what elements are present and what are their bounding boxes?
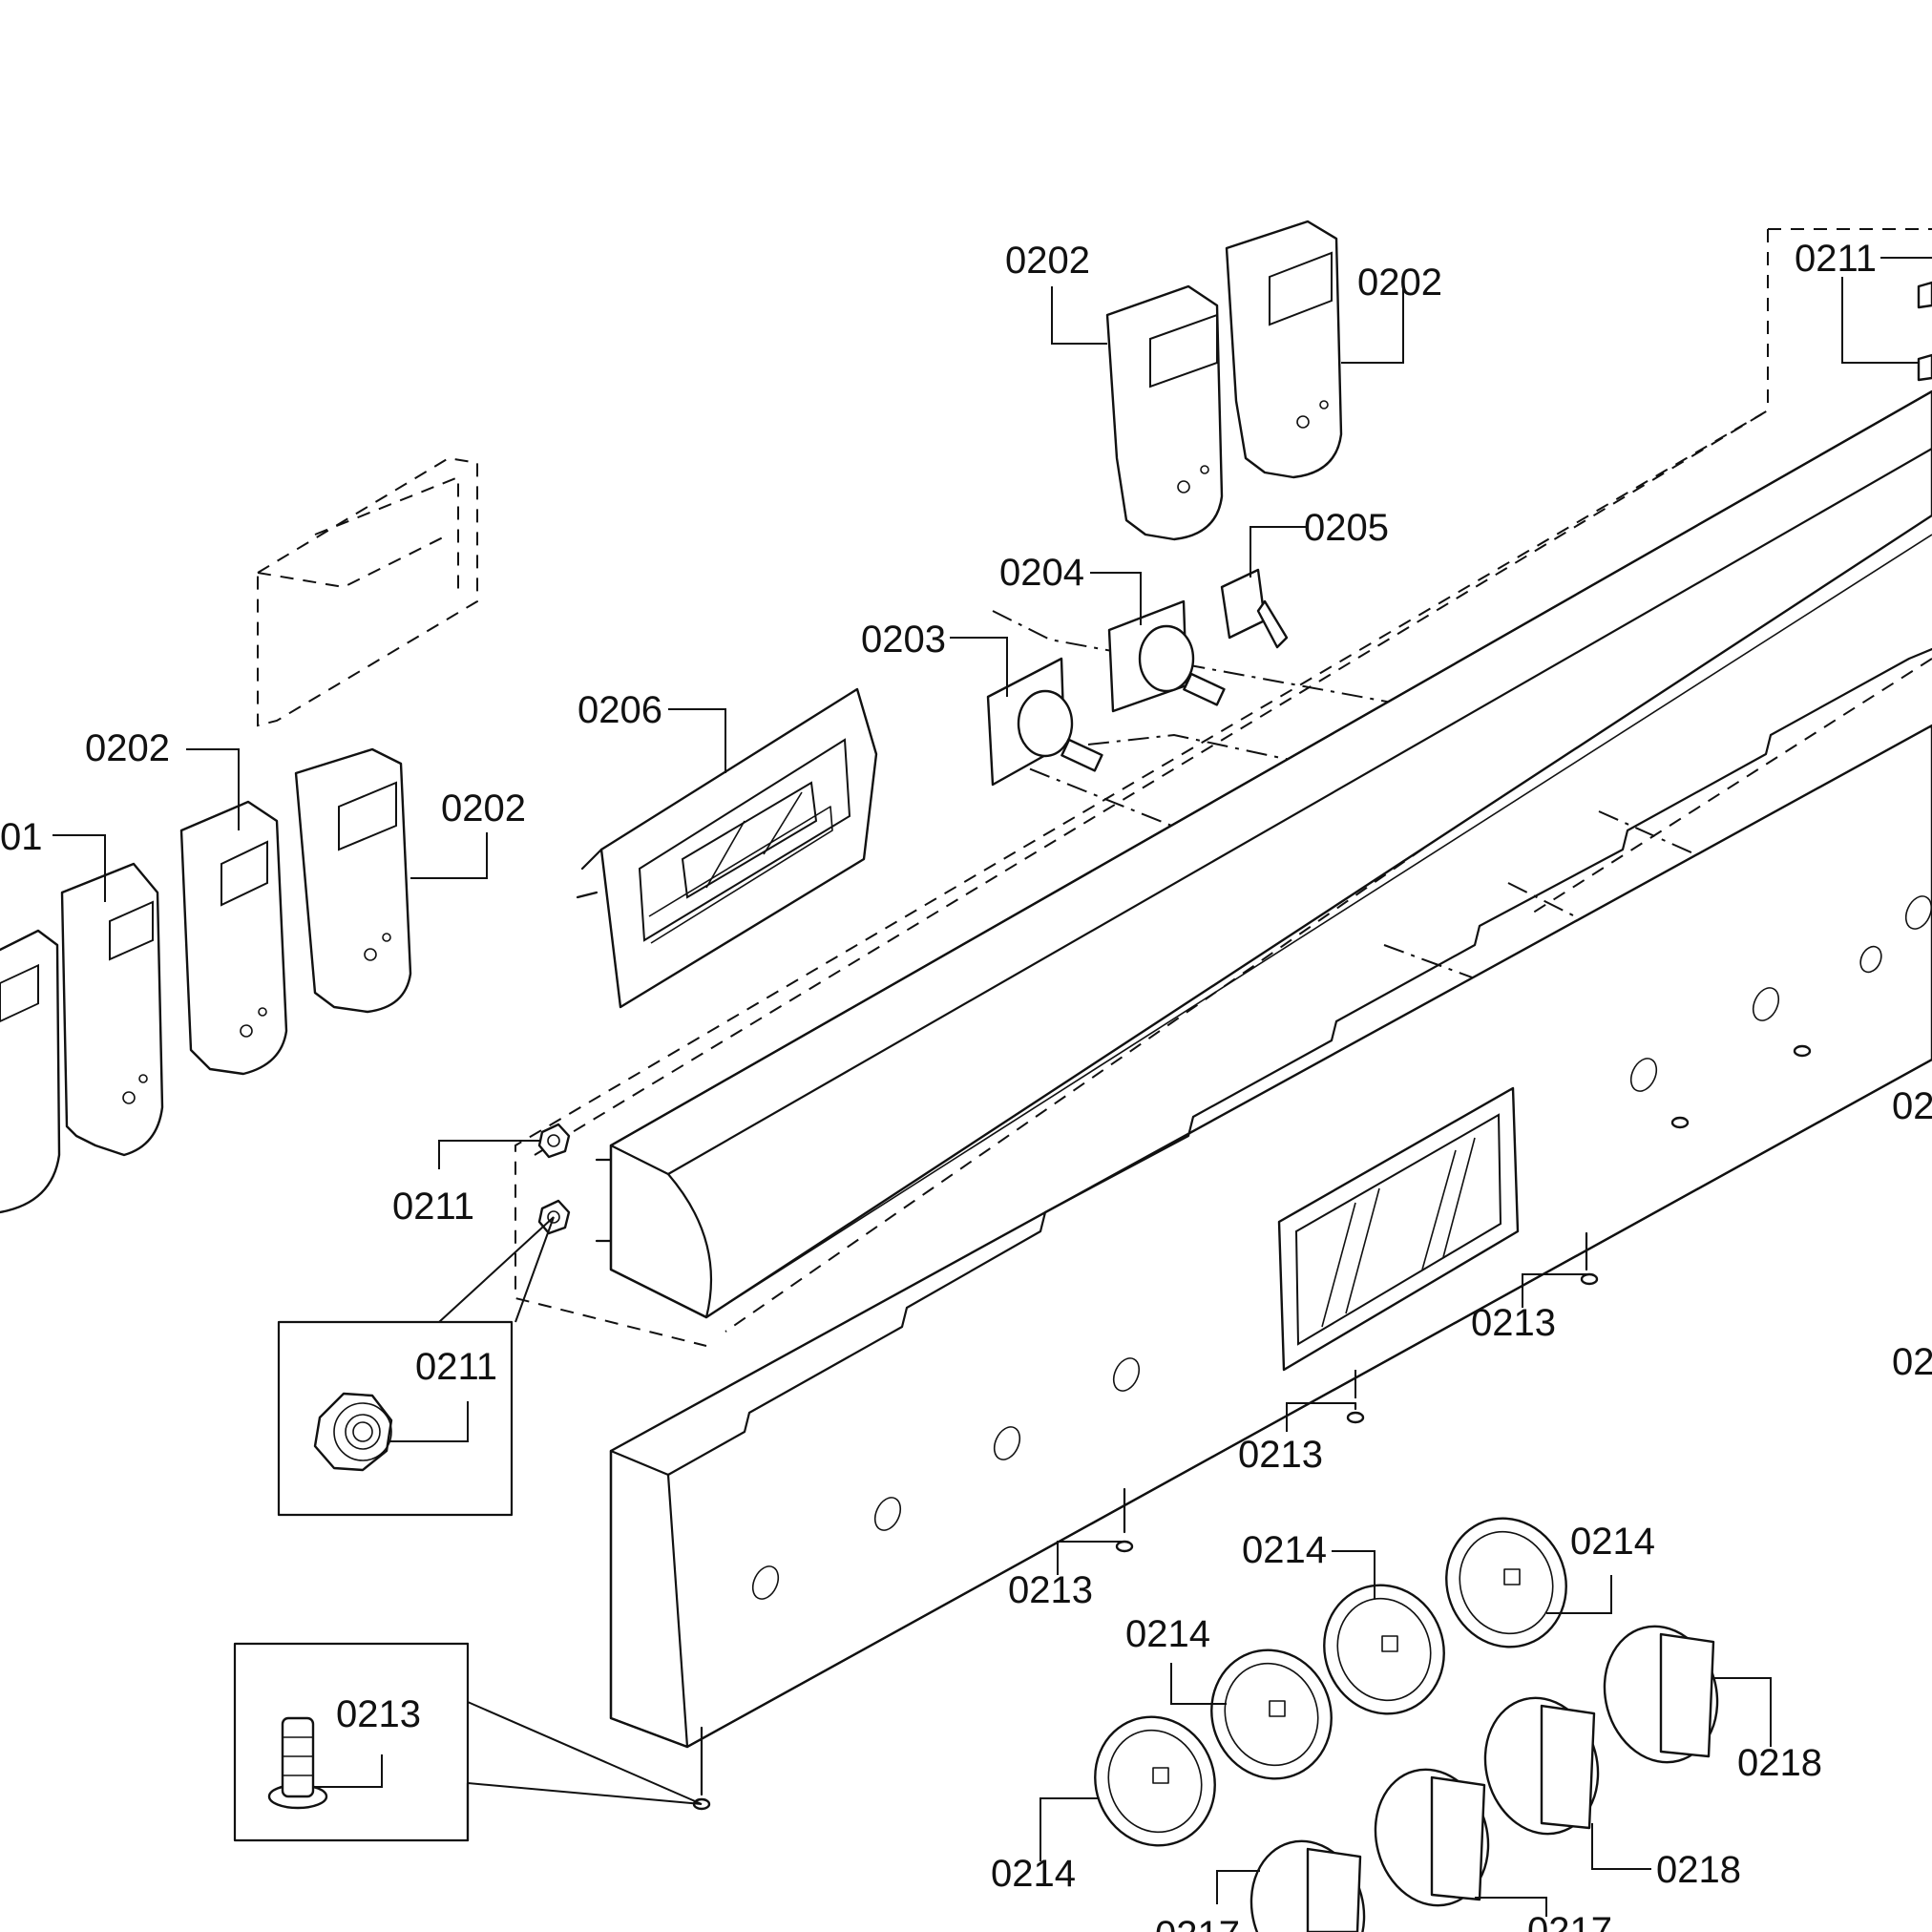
callout-0202-top-right: 0202 — [1357, 262, 1442, 304]
callout-0213-mid: 0213 — [1238, 1434, 1323, 1476]
switch-module-group-top — [1105, 220, 1343, 541]
screw-0213-b — [1346, 1401, 1365, 1424]
switch-module-group-left — [0, 747, 412, 1214]
knob-ring-0214-c — [1323, 1584, 1445, 1715]
callout-0211-detail: 0211 — [415, 1346, 497, 1388]
knob-ring-0214-d — [1445, 1517, 1567, 1648]
callout-0213-low: 0213 — [1008, 1569, 1093, 1611]
callout-0218-a: 0218 — [1737, 1742, 1822, 1784]
knob-handle-parts — [1250, 1625, 1719, 1932]
callout-0206: 0206 — [578, 689, 662, 731]
callout-02-edge-a: 02 — [1892, 1085, 1932, 1127]
callout-0214-c: 0214 — [1242, 1529, 1327, 1571]
sheet-dashed-part — [257, 456, 478, 727]
display-window — [1277, 1086, 1520, 1398]
callout-0217-a: 0217 — [1155, 1914, 1240, 1932]
knob-handle-0218-a — [1603, 1625, 1719, 1764]
knob-ring-parts — [1094, 1517, 1567, 1847]
knob-handle-0218-b — [1483, 1696, 1600, 1836]
nut-0211-lower — [537, 1199, 571, 1235]
rotary-switch-0204 — [1107, 599, 1226, 713]
callout-0205: 0205 — [1304, 507, 1389, 549]
callout-0214-b: 0214 — [1125, 1613, 1210, 1655]
callout-0211-top: 0211 — [1795, 238, 1877, 280]
assembly-dashed-outline — [514, 228, 1932, 1347]
callout-labels: 0202 0202 0211 0205 0204 0203 0206 0202 … — [0, 238, 1932, 1932]
screw-0213-right2 — [1793, 1044, 1812, 1058]
screw-0213-a — [1580, 1231, 1599, 1286]
callout-0213-detail: 0213 — [336, 1693, 421, 1735]
callout-0214-a: 0214 — [991, 1853, 1076, 1895]
callout-02-edge-b: 02 — [1892, 1341, 1932, 1383]
callout-0217-b: 0217 — [1527, 1910, 1612, 1932]
callout-0218-b: 0218 — [1656, 1849, 1741, 1891]
callout-0213-right: 0213 — [1471, 1302, 1556, 1344]
detail-box-0211 — [277, 1216, 555, 1517]
callout-leader-lines — [52, 257, 1932, 1917]
callout-0203: 0203 — [861, 619, 946, 661]
knob-ring-0214-a — [1094, 1715, 1216, 1847]
toggle-switch-0205 — [1220, 568, 1289, 649]
knob-handle-0217-b — [1250, 1839, 1366, 1932]
screw-0213-parts — [692, 1044, 1812, 1811]
knob-handle-0217-a — [1374, 1768, 1490, 1907]
callout-0202-left-a: 0202 — [85, 727, 170, 769]
callout-0202-left-b: 0202 — [441, 788, 526, 830]
callout-0204: 0204 — [999, 552, 1084, 594]
screw-0213-right1 — [1670, 1116, 1690, 1129]
nut-0211-upper — [537, 1123, 571, 1159]
detail-box-0213 — [233, 1642, 703, 1842]
nut-0211-topright — [1917, 281, 1932, 382]
knob-ring-0214-b — [1210, 1648, 1333, 1780]
callout-0214-d: 0214 — [1570, 1521, 1655, 1563]
fascia-knob-holes — [751, 895, 1932, 1600]
display-board-0206 — [576, 687, 878, 1009]
rotary-switch-0203 — [986, 657, 1103, 787]
callout-0211-mid: 0211 — [392, 1186, 474, 1228]
panel-back-beam — [595, 389, 1932, 1319]
callout-0202-top-left: 0202 — [1005, 240, 1090, 282]
callout-0201-partial: 01 — [0, 816, 43, 858]
